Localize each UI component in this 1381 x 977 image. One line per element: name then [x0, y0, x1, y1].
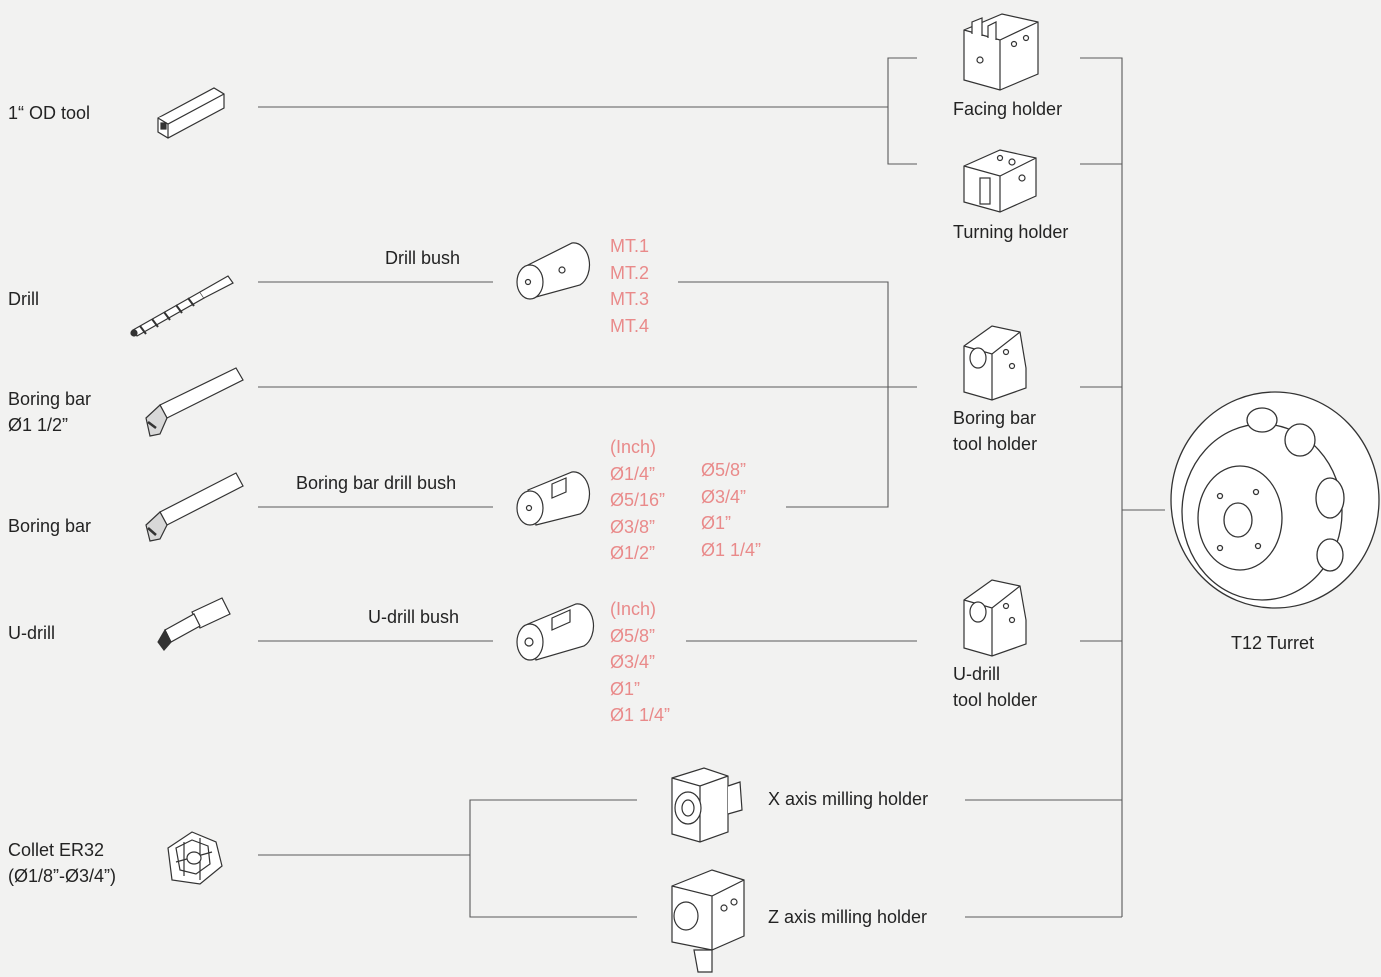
- spec-item: Ø5/8”: [701, 460, 747, 480]
- spec-item: (Inch): [610, 599, 657, 619]
- z-axis-milling-holder-icon: [671, 869, 745, 973]
- spec-item: Ø1/2”: [610, 543, 656, 563]
- spec-item: MT.1: [610, 236, 650, 256]
- connector-lines: [258, 57, 1165, 918]
- z-axis-milling-holder-label: Z axis milling holder: [768, 907, 928, 927]
- boring-bush-specs-col1: (Inch) Ø1/4” Ø5/16” Ø3/8” Ø1/2”: [610, 434, 665, 567]
- spec-item: Ø1 1/4”: [610, 705, 671, 725]
- spec-item: Ø1”: [701, 513, 732, 533]
- spec-item: Ø5/8”: [610, 625, 656, 646]
- facing-holder-label: Facing holder: [953, 99, 1063, 119]
- drill-bush-icon: [516, 242, 591, 300]
- boring-bar-large-label: Boring bar Ø1 1/2”: [8, 389, 92, 435]
- boring-bush-specs-col2: Ø5/8” Ø3/4” Ø1” Ø1 1/4”: [701, 457, 761, 563]
- spec-item: Ø3/4”: [610, 652, 656, 672]
- drill-icon: [130, 275, 234, 337]
- boring-bar-tool-holder-icon: [963, 325, 1027, 401]
- drill-bush-specs: MT.1 MT.2 MT.3 MT.4: [610, 233, 649, 339]
- boring-bar-label: Boring bar: [8, 516, 92, 536]
- spec-item: MT.2: [610, 262, 650, 283]
- u-drill-tool-holder-label: U-drill tool holder: [953, 664, 1038, 710]
- boring-bar-tool-holder-label: Boring bar tool holder: [953, 408, 1038, 454]
- od-tool-label: 1“ OD tool: [8, 103, 91, 123]
- x-axis-milling-holder-icon: [671, 767, 743, 843]
- u-drill-tool-holder-icon: [963, 579, 1027, 657]
- boring-bar-drill-bush-label: Boring bar drill bush: [296, 473, 457, 493]
- spec-item: Ø1”: [610, 678, 641, 699]
- turret-label: T12 Turret: [1231, 633, 1315, 653]
- boring-bar-drill-bush-icon: [516, 471, 591, 526]
- collet-icon: [167, 831, 223, 885]
- collet-label: Collet ER32 (Ø1/8”-Ø3/4”): [8, 840, 117, 886]
- spec-item: Ø3/8”: [610, 516, 656, 537]
- od-tool-icon: [157, 87, 225, 139]
- spec-item: Ø1 1/4”: [701, 539, 762, 560]
- spec-item: MT.3: [610, 289, 650, 309]
- boring-bar-large-icon: [145, 367, 244, 437]
- boring-bar-icon: [145, 472, 244, 542]
- drill-bush-label: Drill bush: [385, 248, 461, 268]
- u-drill-bush-icon: [516, 603, 595, 661]
- facing-holder-icon: [963, 13, 1039, 91]
- turning-holder-icon: [963, 149, 1037, 213]
- t12-turret-icon: [1170, 391, 1380, 609]
- u-drill-icon: [157, 597, 231, 651]
- spec-item: MT.4: [610, 315, 650, 336]
- u-drill-label: U-drill: [8, 623, 55, 643]
- spec-item: Ø3/4”: [701, 486, 747, 507]
- spec-item: Ø5/16”: [610, 490, 666, 510]
- u-drill-bush-label: U-drill bush: [368, 607, 460, 627]
- spec-item: Ø1/4”: [610, 463, 656, 484]
- drill-label: Drill: [8, 289, 39, 309]
- spec-item: (Inch): [610, 437, 657, 457]
- turning-holder-label: Turning holder: [953, 222, 1069, 242]
- x-axis-milling-holder-label: X axis milling holder: [768, 789, 929, 809]
- u-drill-bush-specs: (Inch) Ø5/8” Ø3/4” Ø1” Ø1 1/4”: [610, 596, 670, 729]
